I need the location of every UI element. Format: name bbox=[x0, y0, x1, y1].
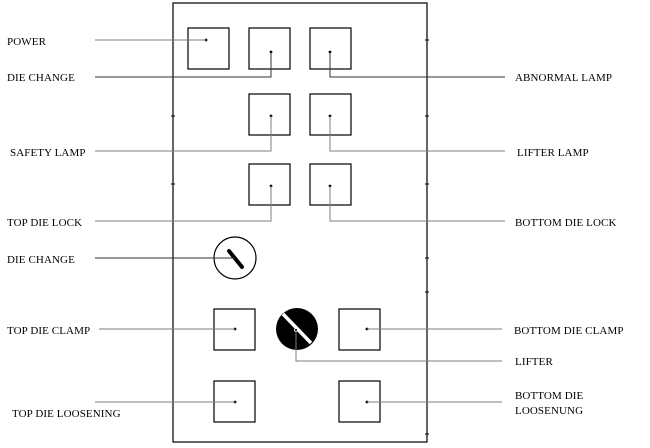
leader-safety-lamp bbox=[95, 116, 272, 152]
safety-lamp bbox=[248, 93, 291, 136]
label-top-die-lock: TOP DIE LOCK bbox=[7, 217, 82, 229]
label-safety-lamp: SAFETY LAMP bbox=[10, 147, 86, 159]
label-top-die-clamp: TOP DIE CLAMP bbox=[7, 325, 90, 337]
leader-bottom-die-lock bbox=[329, 186, 505, 222]
label-bottom-die-clamp: BOTTOM DIE CLAMP bbox=[514, 325, 624, 337]
leader-lifter-lamp bbox=[329, 116, 505, 152]
top-die-lock-lamp bbox=[248, 163, 291, 206]
leader-abnormal-lamp bbox=[329, 52, 505, 78]
label-bottom-die-loosening-line1: BOTTOM DIE bbox=[515, 390, 584, 402]
selector-handle-icon bbox=[227, 249, 244, 269]
panel-outline bbox=[172, 2, 428, 443]
label-bottom-die-loosening-line2: LOOSENUNG bbox=[515, 405, 583, 417]
leader-lifter bbox=[295, 330, 502, 362]
label-die-change-switch: DIE CHANGE bbox=[7, 254, 75, 266]
label-lifter-lamp: LIFTER LAMP bbox=[517, 147, 589, 159]
label-top-die-loosening: TOP DIE LOOSENING bbox=[12, 408, 121, 420]
label-bottom-die-lock: BOTTOM DIE LOCK bbox=[515, 217, 617, 229]
label-abnormal-lamp: ABNORMAL LAMP bbox=[515, 72, 612, 84]
panel-edge-ticks bbox=[171, 39, 429, 435]
leader-top-die-lock bbox=[95, 186, 272, 222]
lifter-selector-switch bbox=[276, 308, 318, 350]
label-lifter: LIFTER bbox=[515, 356, 553, 368]
label-power: POWER bbox=[7, 36, 47, 48]
label-die-change-lamp: DIE CHANGE bbox=[7, 72, 75, 84]
power-lamp bbox=[187, 27, 230, 70]
die-change-lamp bbox=[248, 27, 291, 70]
leader-die-change-lamp bbox=[95, 52, 272, 78]
leader-lines bbox=[95, 39, 505, 403]
